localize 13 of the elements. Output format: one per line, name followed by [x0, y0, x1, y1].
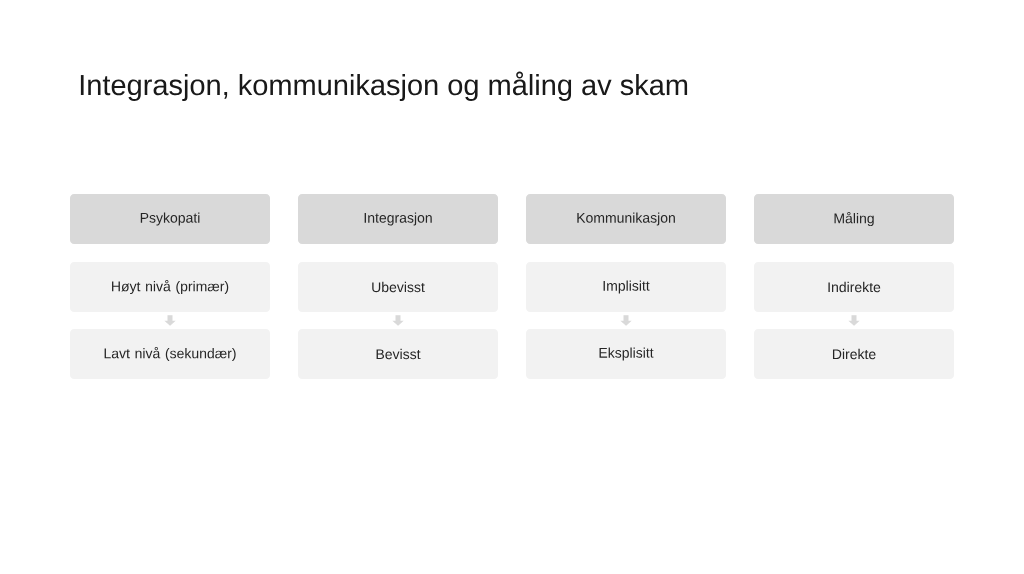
title: Integrasjon, kommunikasjon og måling av skam — [80, 71, 688, 102]
text-box: Implisitt — [526, 262, 726, 312]
text-box: Direkte — [754, 329, 954, 379]
header-box: Måling — [754, 194, 954, 244]
header-box: Psykopati — [70, 194, 270, 244]
text-box: Bevisst — [298, 329, 498, 379]
text-box: Eksplisitt — [526, 329, 726, 379]
text-box: Lavt nivå (sekundær) — [70, 329, 270, 379]
text-box: Indirekte — [754, 262, 954, 312]
header-box: Integrasjon — [298, 194, 498, 244]
text-box: Høyt nivå (primær) — [70, 262, 270, 312]
header-box: Kommunikasjon — [526, 194, 726, 244]
text-box: Ubevisst — [298, 262, 498, 312]
